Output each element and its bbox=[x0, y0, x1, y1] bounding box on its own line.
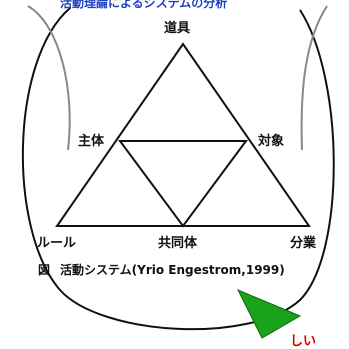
label-division-of-labor: 分業 bbox=[290, 236, 317, 251]
right-inner-arc bbox=[300, 5, 328, 151]
label-rules: ルール bbox=[37, 236, 77, 251]
label-subject: 主体 bbox=[78, 134, 105, 149]
corner-red-text: しい bbox=[290, 334, 317, 349]
label-community: 共同体 bbox=[158, 236, 198, 251]
header-text: 活動理論によるシステムの分析 bbox=[60, 0, 228, 10]
label-object: 対象 bbox=[258, 134, 285, 149]
inner-triangle bbox=[118, 140, 248, 228]
pointer-arrow bbox=[236, 289, 302, 339]
label-tool: 道具 bbox=[164, 21, 191, 36]
caption-text: 活動システム(Yrio Engestrom,1999) bbox=[60, 263, 285, 277]
figure-caption: 図活動システム(Yrio Engestrom,1999) bbox=[38, 264, 285, 276]
left-inner-arc bbox=[27, 5, 71, 151]
caption-prefix: 図 bbox=[38, 263, 51, 277]
outer-circle bbox=[21, 7, 335, 331]
